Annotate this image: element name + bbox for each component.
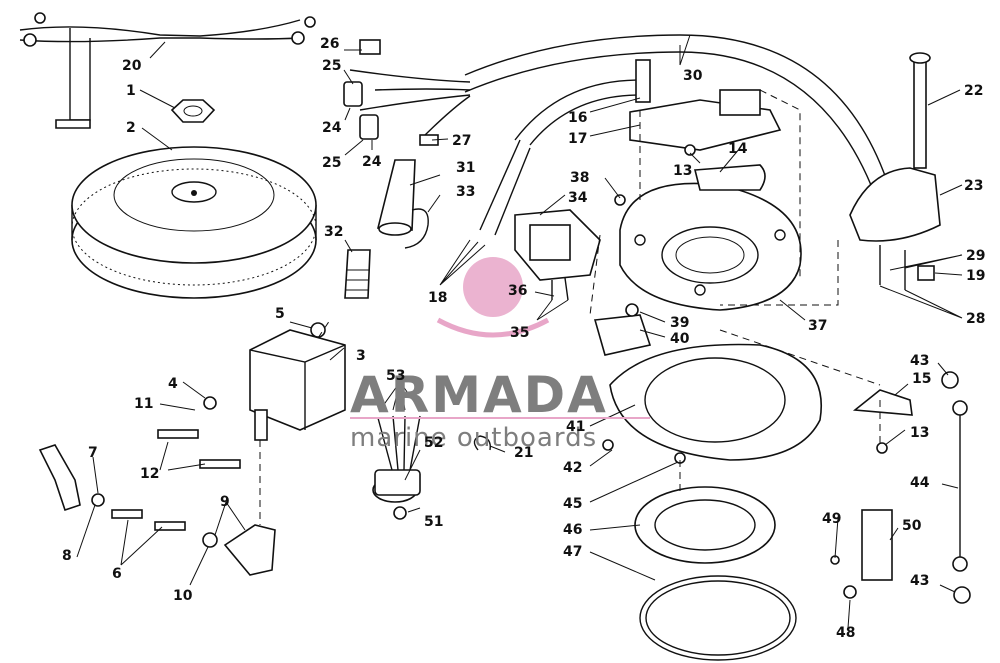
callout-31: 31 xyxy=(456,160,475,176)
clip xyxy=(404,208,429,249)
retainer-rings xyxy=(634,486,797,661)
callout-8: 8 xyxy=(62,548,72,564)
callout-44: 44 xyxy=(910,475,930,491)
callout-15: 15 xyxy=(912,371,931,387)
terminal-strip xyxy=(861,509,893,581)
callout-40: 40 xyxy=(670,331,690,347)
stator-plate xyxy=(619,182,802,311)
connectors xyxy=(343,39,439,146)
callout-20: 20 xyxy=(122,58,142,74)
callout-30: 30 xyxy=(683,68,703,84)
terminal-sleeves xyxy=(344,159,416,299)
callout-52: 52 xyxy=(424,435,443,451)
callout-48: 48 xyxy=(836,625,855,641)
callout-2: 2 xyxy=(126,120,136,136)
timer-base xyxy=(593,314,822,461)
callout-25-bottom: 25 xyxy=(322,155,341,171)
callout-10: 10 xyxy=(173,588,193,604)
ignition-coil xyxy=(249,329,346,441)
callout-24-bottom: 24 xyxy=(362,154,382,170)
callout-35: 35 xyxy=(510,325,529,341)
link xyxy=(693,164,766,191)
callout-12: 12 xyxy=(140,466,159,482)
callout-18: 18 xyxy=(428,290,447,306)
callout-21: 21 xyxy=(514,445,533,461)
callout-28: 28 xyxy=(966,311,985,327)
callout-32: 32 xyxy=(324,224,343,240)
callout-43-top: 43 xyxy=(910,353,929,369)
watermark-brand: ARMADA xyxy=(350,366,608,424)
flywheel-nut xyxy=(170,99,216,123)
puller-tool xyxy=(19,12,316,129)
callout-labels: 1 2 3 4 5 6 7 8 9 10 11 12 13 13 14 15 1… xyxy=(62,36,985,641)
callout-14: 14 xyxy=(728,141,748,157)
leader-lines xyxy=(76,34,963,629)
callout-39: 39 xyxy=(670,315,689,331)
callout-17: 17 xyxy=(568,131,587,147)
callout-36: 36 xyxy=(508,283,527,299)
callout-6: 6 xyxy=(112,566,122,582)
switch-assembly xyxy=(629,59,782,151)
callout-45: 45 xyxy=(563,496,582,512)
callout-19: 19 xyxy=(966,268,985,284)
watermark-tagline: marine outboards xyxy=(350,423,597,453)
callout-41: 41 xyxy=(566,419,585,435)
callout-22: 22 xyxy=(964,83,983,99)
flywheel xyxy=(71,146,317,299)
callout-46: 46 xyxy=(563,522,582,538)
charge-coil xyxy=(514,209,601,301)
callout-3: 3 xyxy=(356,348,366,364)
wiring-harness xyxy=(349,34,891,236)
callout-25-top: 25 xyxy=(322,58,341,74)
callout-9: 9 xyxy=(220,494,230,510)
callout-13-right: 13 xyxy=(910,425,929,441)
callout-13-top: 13 xyxy=(673,163,692,179)
callout-51: 51 xyxy=(424,514,443,530)
spark-plug-boots xyxy=(38,444,276,576)
ground-wire xyxy=(952,400,968,572)
callout-16: 16 xyxy=(568,110,587,126)
callout-11: 11 xyxy=(134,396,153,412)
callout-29: 29 xyxy=(966,248,985,264)
logo-propeller-icon xyxy=(463,257,523,317)
cover-assembly xyxy=(849,52,941,290)
callout-38: 38 xyxy=(570,170,589,186)
callout-5: 5 xyxy=(275,306,285,322)
callout-1: 1 xyxy=(126,83,136,99)
callout-33: 33 xyxy=(456,184,475,200)
small-fasteners xyxy=(91,144,971,604)
callout-37: 37 xyxy=(808,318,827,334)
terminal-block xyxy=(372,415,421,503)
callout-24-top: 24 xyxy=(322,120,342,136)
callout-47: 47 xyxy=(563,544,582,560)
callout-43-bottom: 43 xyxy=(910,573,929,589)
callout-4: 4 xyxy=(168,376,178,392)
callout-26: 26 xyxy=(320,36,339,52)
callout-27: 27 xyxy=(452,133,471,149)
callout-42: 42 xyxy=(563,460,582,476)
callout-7: 7 xyxy=(88,445,98,461)
watermark-logo: ARMADA marine outboards xyxy=(350,257,650,453)
callout-50: 50 xyxy=(902,518,922,534)
callout-23: 23 xyxy=(964,178,983,194)
callout-49: 49 xyxy=(822,511,841,527)
callout-34: 34 xyxy=(568,190,588,206)
callout-53: 53 xyxy=(386,368,405,384)
